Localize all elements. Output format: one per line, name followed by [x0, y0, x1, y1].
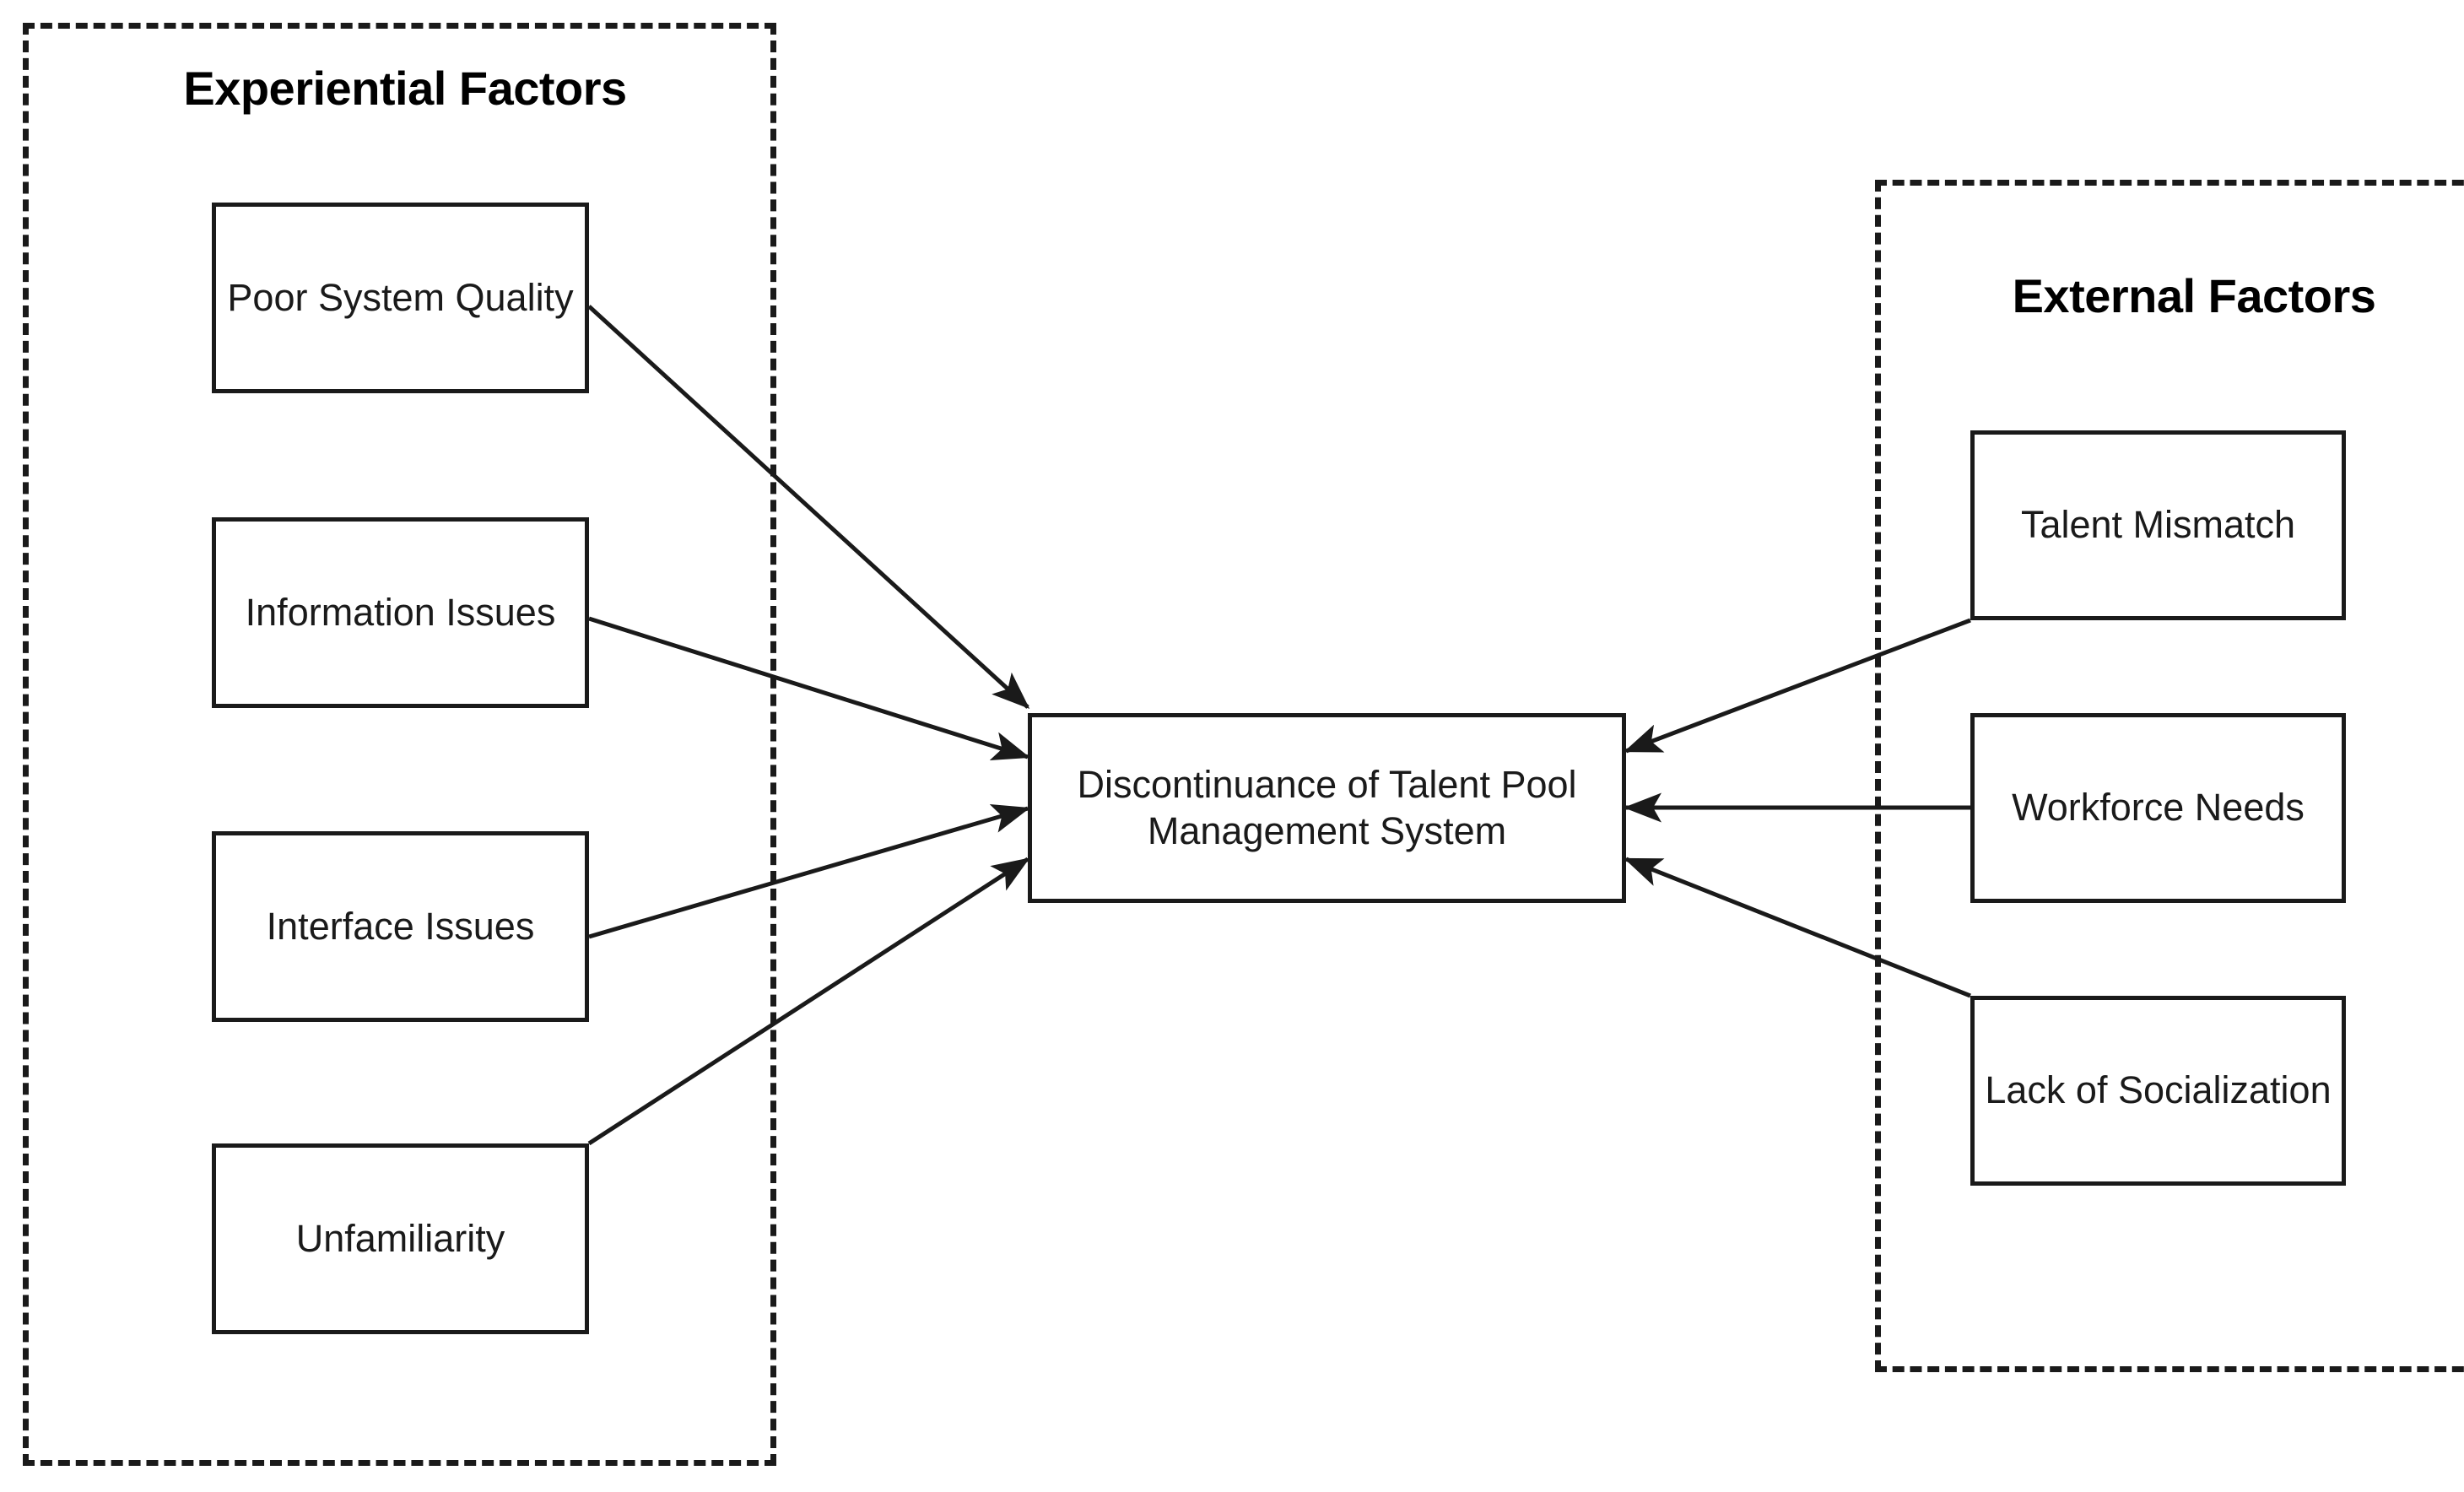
- node-information-issues[interactable]: Information Issues: [212, 517, 589, 708]
- group-frame-external-factors: [1875, 180, 2464, 1372]
- node-lack-of-socialization[interactable]: Lack of Socialization: [1970, 996, 2346, 1186]
- node-interface-issues[interactable]: Interface Issues: [212, 831, 589, 1022]
- node-label-workforce-needs: Workforce Needs: [2012, 786, 2305, 830]
- group-title-experiential-factors: Experiential Factors: [183, 62, 627, 115]
- node-talent-mismatch[interactable]: Talent Mismatch: [1970, 430, 2346, 620]
- node-label-lack-of-socialization: Lack of Socialization: [1985, 1068, 2332, 1112]
- node-workforce-needs[interactable]: Workforce Needs: [1970, 713, 2346, 903]
- node-discontinuance-of-talent-pool-management-system[interactable]: Discontinuance of Talent Pool Management…: [1028, 713, 1626, 903]
- node-label-information-issues: Information Issues: [245, 590, 556, 634]
- node-poor-system-quality[interactable]: Poor System Quality: [212, 203, 589, 393]
- node-label-poor-system-quality: Poor System Quality: [227, 275, 574, 319]
- group-frame-experiential-factors: [23, 23, 776, 1466]
- node-label-discontinuance: Discontinuance of Talent Pool Management…: [1077, 762, 1577, 852]
- node-label-interface-issues: Interface Issues: [266, 904, 535, 948]
- group-title-external-factors: External Factors: [2012, 269, 2376, 322]
- node-unfamiliarity[interactable]: Unfamiliarity: [212, 1143, 589, 1334]
- node-label-talent-mismatch: Talent Mismatch: [2020, 503, 2296, 547]
- node-label-unfamiliarity: Unfamiliarity: [295, 1216, 505, 1260]
